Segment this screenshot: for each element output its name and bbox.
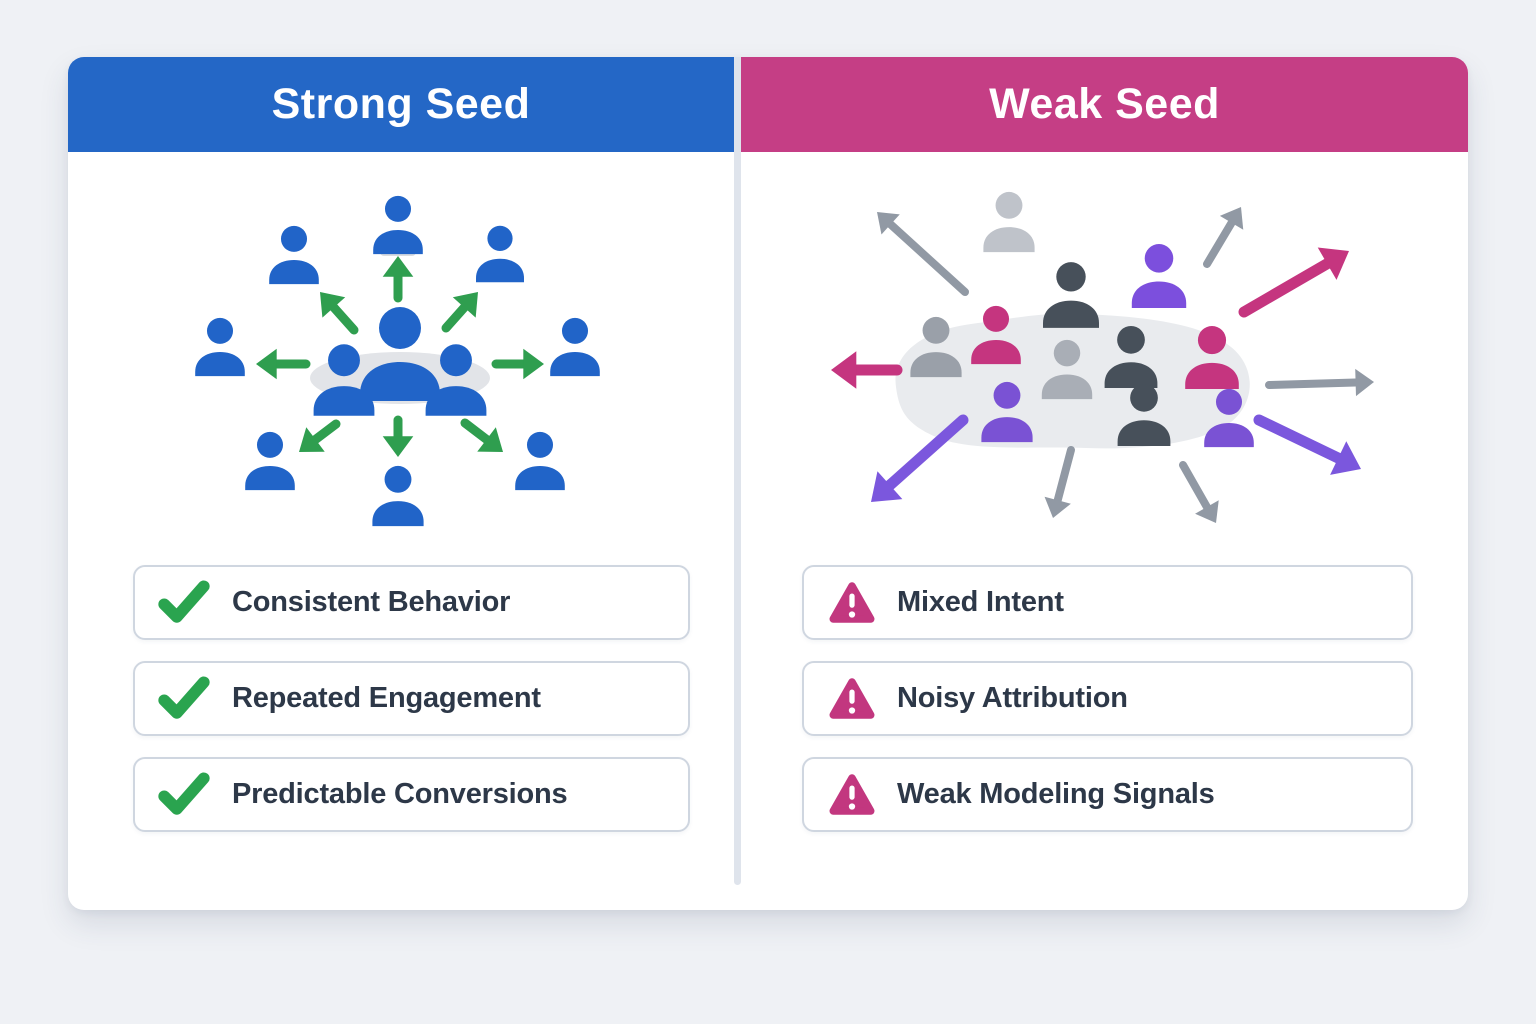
person-icon [1043,262,1099,328]
weak-seed-panel: Weak Seed Mixed Intent [741,57,1468,910]
person-icon [550,317,600,377]
check-icon [157,772,211,817]
arrow-icon [1238,247,1349,318]
weak-seed-header: Weak Seed [741,57,1468,152]
arrow-icon [1044,446,1075,518]
person-icon [1131,244,1187,308]
person-icon [373,195,423,255]
person-icon [971,305,1021,365]
person-icon [195,317,245,377]
arrow-icon [491,348,544,380]
person-icon [1185,326,1239,389]
check-icon [157,676,211,721]
strong-seed-title: Strong Seed [271,80,531,128]
list-item-label: Predictable Conversions [232,778,568,810]
person-icon [313,344,375,416]
list-item-label: Noisy Attribution [897,682,1128,714]
check-icon [157,580,211,625]
person-icon [425,344,487,416]
list-item: Noisy Attribution [802,661,1413,736]
person-icon [910,316,962,378]
warning-icon [828,580,876,625]
person-icon [476,225,524,283]
arrow-icon [1203,207,1244,268]
person-icon [981,381,1033,443]
list-item-label: Consistent Behavior [232,586,511,618]
person-icon [1041,339,1093,400]
arrow-icon [1179,461,1219,523]
person-icon [1204,388,1254,448]
person-icon [1117,383,1171,447]
person-icon [1104,325,1158,389]
arrow-icon [256,348,311,380]
arrow-icon [871,414,969,502]
list-item: Weak Modeling Signals [802,757,1413,832]
list-item: Repeated Engagement [133,661,690,736]
arrow-icon [299,419,341,452]
person-icon [269,225,319,285]
person-icon [245,431,295,491]
list-item-label: Mixed Intent [897,586,1064,618]
list-item: Consistent Behavior [133,565,690,640]
strong-seed-cluster-illustration [195,195,600,527]
list-item: Mixed Intent [802,565,1413,640]
arrow-icon [877,212,969,296]
weak-seed-cluster-illustration [831,191,1374,523]
warning-icon [828,676,876,721]
list-item-label: Weak Modeling Signals [897,778,1215,810]
arrow-icon [831,351,903,389]
arrow-icon [382,256,414,303]
strong-seed-panel: Strong Seed Consistent Behavior [68,57,734,910]
person-icon [372,465,424,527]
arrow-icon [460,418,503,452]
arrow-icon [382,415,414,457]
person-icon [983,191,1035,253]
list-item: Predictable Conversions [133,757,690,832]
list-item-label: Repeated Engagement [232,682,541,714]
arrow-icon [1265,368,1374,397]
panel-divider [734,57,741,885]
weak-seed-title: Weak Seed [989,80,1220,128]
arrow-icon [1253,414,1361,475]
strong-seed-header: Strong Seed [68,57,734,152]
person-icon [515,431,565,491]
arrow-icon [320,292,359,335]
comparison-card: Strong Seed Consistent Behavior [68,57,1468,910]
arrow-icon [441,292,478,333]
warning-icon [828,772,876,817]
person-icon [360,307,440,401]
